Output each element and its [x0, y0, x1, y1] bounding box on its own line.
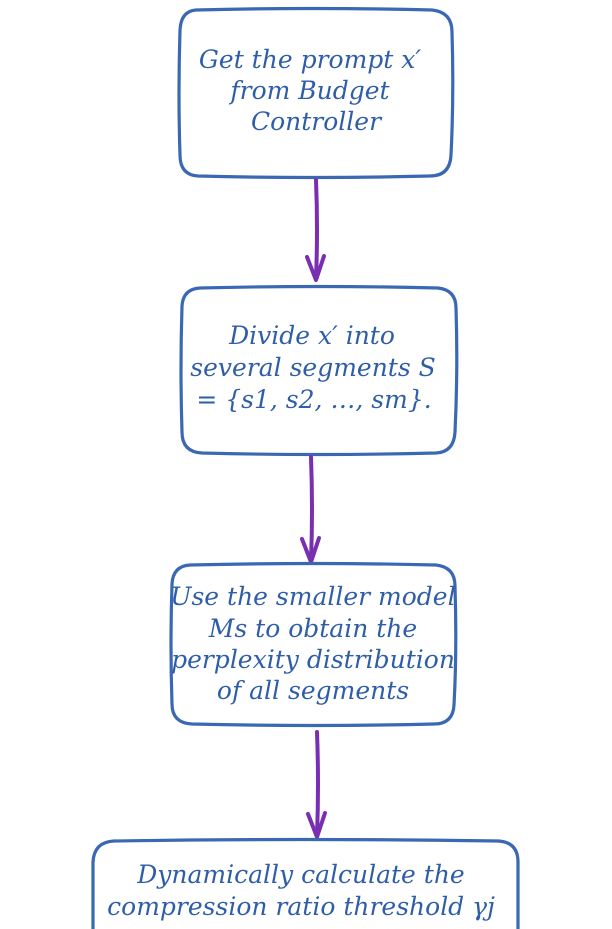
step-box-perplexity: Use the smaller model Ms to obtain the p…	[169, 561, 458, 728]
step-text-line: Ms to obtain the	[208, 614, 417, 643]
step-text-line: compression ratio threshold γj	[107, 892, 495, 921]
step-text-line: of all segments	[217, 676, 409, 705]
flow-arrow	[305, 178, 326, 282]
step-text-line: Controller	[251, 107, 383, 136]
step-text-line: from Budget	[228, 76, 390, 105]
step-text-line: several segments S	[190, 353, 436, 382]
step-text-line: Get the prompt x′	[199, 45, 421, 74]
step-text-line: Use the smaller model	[170, 582, 455, 611]
step-box-compression-threshold: Dynamically calculate the compression ra…	[91, 837, 520, 929]
step-box-get-prompt: Get the prompt x′ from Budget Controller	[177, 6, 455, 180]
flow-arrow	[300, 455, 321, 564]
step-box-outline	[91, 837, 520, 929]
step-text-line: Dynamically calculate the	[136, 860, 464, 889]
step-box-outline	[177, 6, 455, 180]
step-text-line: Divide x′ into	[228, 321, 395, 350]
step-text-line: = {s1, s2, …, sm}.	[196, 385, 431, 414]
flow-arrow	[306, 730, 327, 839]
step-box-divide-segments: Divide x′ into several segments S = {s1,…	[179, 284, 459, 457]
step-box-outline	[169, 561, 458, 728]
step-text-line: perplexity distribution	[171, 645, 455, 674]
step-box-outline	[179, 284, 459, 457]
